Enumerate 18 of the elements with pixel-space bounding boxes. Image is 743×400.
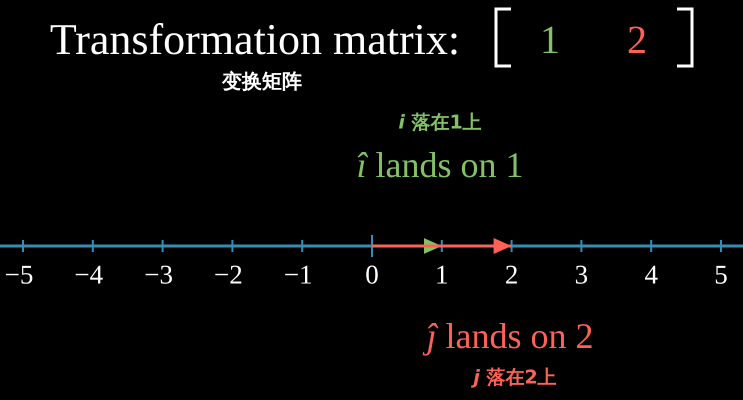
tick-label: −5 (4, 262, 34, 288)
tick-label: 2 (504, 262, 518, 288)
tick-label: −4 (74, 262, 104, 288)
tick-label: 0 (365, 262, 379, 288)
subtitle: 变换矩阵 (222, 71, 302, 91)
tick-label: 4 (644, 262, 658, 288)
title: Transformation matrix: (50, 18, 460, 62)
annotation-text: i 落在1上 (398, 114, 482, 132)
tick-label: −3 (144, 262, 173, 288)
tick-label: −2 (214, 262, 243, 288)
annotation-text: î lands on 1 (356, 147, 524, 183)
matrix-entry: 1 (540, 20, 560, 60)
annotation-text: j 落在2上 (473, 368, 557, 388)
tick-label: −1 (284, 262, 313, 288)
tick-label: 1 (435, 262, 449, 288)
tick-label: 3 (574, 262, 588, 288)
matrix-entry: 2 (627, 20, 647, 60)
tick-label: 5 (714, 262, 728, 288)
